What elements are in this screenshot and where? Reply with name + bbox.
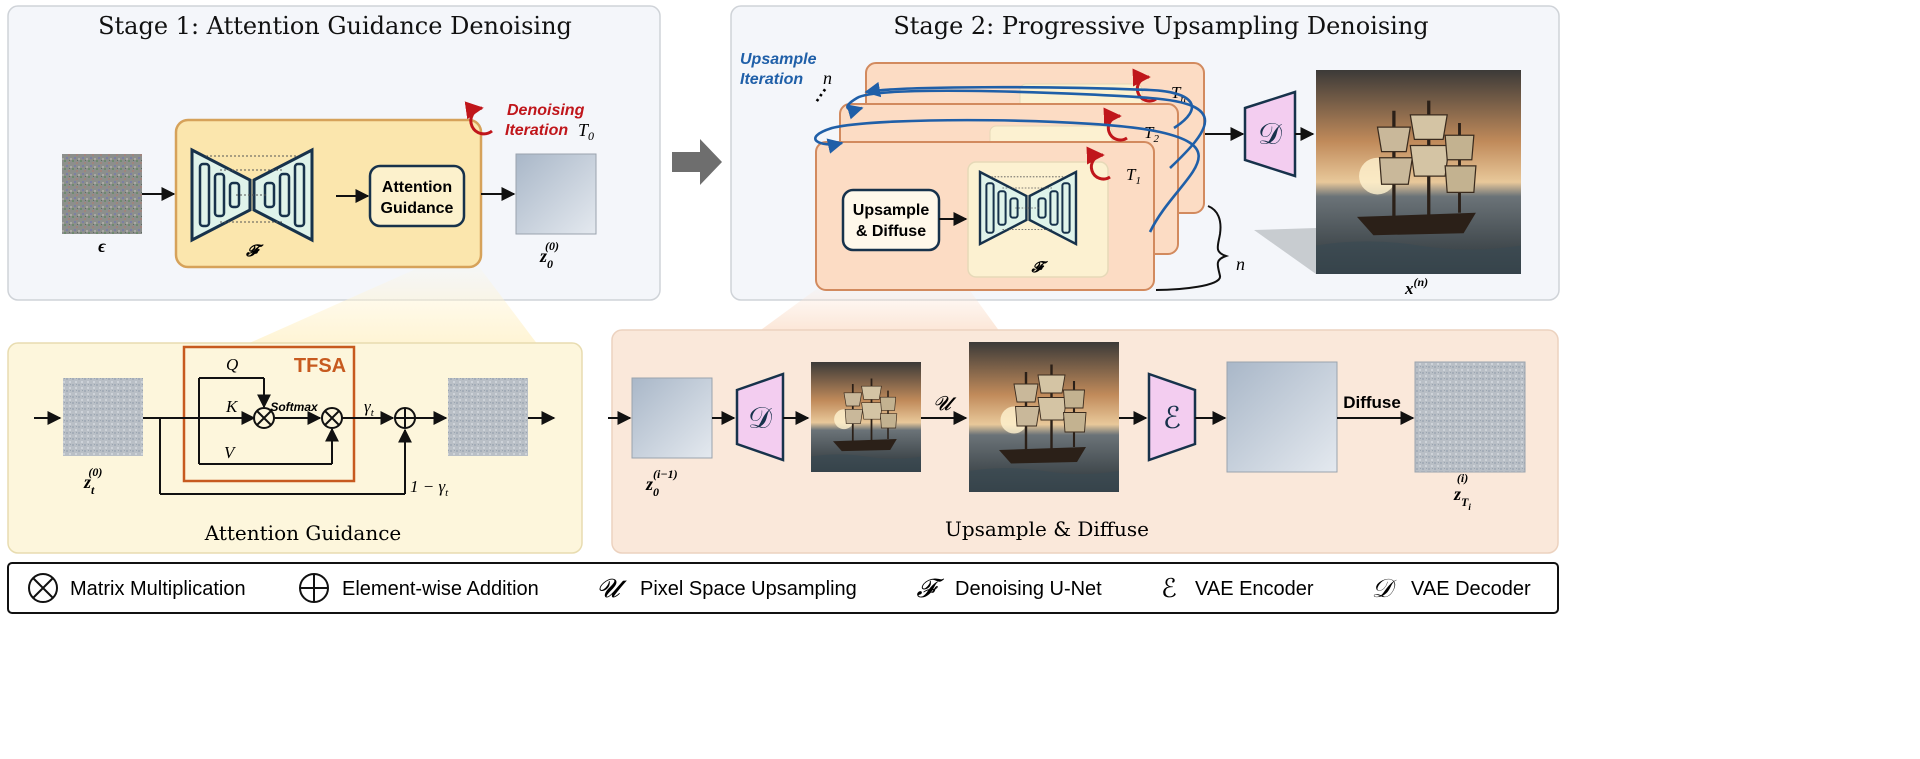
- stack-count-label: n: [1236, 254, 1245, 274]
- ag-input-label: zt(0): [83, 465, 102, 497]
- one-minus-gamma-label: 1 − γt: [410, 477, 449, 499]
- attention-guidance-caption: Attention Guidance: [204, 521, 402, 545]
- legend-label-matmul: Matrix Multiplication: [70, 578, 246, 600]
- legend-item-add: Element-wise Addition: [299, 573, 539, 603]
- upsample-loop-n: [864, 81, 1194, 130]
- softmax-label: Softmax: [270, 400, 319, 414]
- upsample-loop-1: [814, 118, 1200, 233]
- iter-loop-1-icon: [1086, 146, 1111, 181]
- legend-label-upsample: Pixel Space Upsampling: [640, 578, 857, 600]
- upsample-diffuse-box: [841, 188, 941, 252]
- ud-input-label: z0(i−1): [645, 467, 678, 499]
- ud-small-image: [810, 361, 922, 473]
- stage1-title: Stage 1: Attention Guidance Denoising: [98, 12, 572, 40]
- iter-label-1: T1: [1126, 165, 1141, 187]
- ud-decoder: [735, 372, 785, 462]
- output-image-shadow: [1254, 228, 1316, 274]
- legend-symbol-encoder: ℰ: [1161, 573, 1177, 603]
- legend-label-add: Element-wise Addition: [342, 578, 539, 600]
- ag-input-latent: [63, 378, 143, 456]
- k-label: K: [225, 397, 239, 416]
- stage1-output-label: z0(0): [539, 239, 559, 271]
- stage-transition-arrow: [672, 139, 722, 185]
- legend-label-unet: Denoising U-Net: [955, 578, 1102, 600]
- iter-label-2: T2: [1144, 123, 1159, 145]
- legend-item-unet: 𝓕 Denoising U-Net: [916, 573, 1102, 603]
- zoom-fade-stage2: [758, 288, 1000, 332]
- denoising-loop-text-2: Iteration: [505, 122, 568, 139]
- legend-item-matmul: Matrix Multiplication: [28, 573, 246, 603]
- noise-label: ϵ: [98, 236, 106, 256]
- upsample-loop-var: n: [823, 68, 832, 88]
- stage1-output-latent: [515, 153, 597, 235]
- ud-large-image: [967, 340, 1121, 494]
- upsample-diffuse-caption: Upsample & Diffuse: [945, 517, 1149, 541]
- attention-guidance-box-line1: Attention: [382, 179, 452, 196]
- iter-loop-n-icon: [1132, 68, 1157, 103]
- ud-input-latent: [631, 377, 713, 459]
- stack-brace: [1155, 205, 1230, 291]
- stage2-decoder: [1243, 90, 1297, 178]
- ud-encoder-symbol: ℰ: [1163, 402, 1181, 435]
- ud-encoder: [1147, 372, 1197, 462]
- attention-guidance-panel: [7, 342, 583, 554]
- attention-guidance-box-line2: Guidance: [381, 200, 454, 217]
- stage2-output-label: x(n): [1404, 275, 1428, 298]
- upsample-loop-text-2: Iteration: [740, 71, 803, 88]
- denoising-loop-icon: [464, 101, 493, 136]
- upsample-loop-text-1: Upsample: [740, 51, 817, 68]
- zoom-fade-stage1: [245, 268, 538, 345]
- upsample-diffuse-line2: & Diffuse: [856, 223, 926, 240]
- tfsa-box: [182, 345, 356, 483]
- upsample-loop-2: [846, 89, 1207, 169]
- gamma-label: γt: [364, 397, 375, 419]
- v-label: V: [224, 443, 237, 462]
- noise-image: [62, 154, 142, 234]
- output-image: [1314, 68, 1523, 276]
- ud-output-latent: [1414, 361, 1526, 473]
- upsample-diffuse-line1: Upsample: [853, 202, 930, 219]
- q-label: Q: [226, 355, 238, 374]
- ud-output-label: zTi(i): [1453, 471, 1471, 512]
- legend-bar: [7, 562, 1559, 614]
- legend-item-encoder: ℰ VAE Encoder: [1161, 573, 1314, 603]
- ud-decoder-symbol: 𝒟: [748, 402, 772, 435]
- tfsa-label: TFSA: [294, 355, 346, 377]
- denoising-loop-var: T0: [578, 120, 594, 143]
- stage2-decoder-symbol: 𝒟: [1258, 118, 1282, 151]
- diffuse-label: Diffuse: [1343, 393, 1401, 412]
- iter-loop-2-icon: [1103, 107, 1128, 142]
- legend-label-encoder: VAE Encoder: [1195, 578, 1314, 600]
- stage2-title: Stage 2: Progressive Upsampling Denoisin…: [893, 12, 1428, 40]
- ag-output-latent: [448, 378, 528, 456]
- attention-guidance-box: [368, 164, 466, 228]
- legend-label-decoder: VAE Decoder: [1411, 578, 1531, 600]
- denoising-loop-text-1: Denoising: [507, 102, 585, 119]
- ud-encoded-latent: [1226, 361, 1338, 473]
